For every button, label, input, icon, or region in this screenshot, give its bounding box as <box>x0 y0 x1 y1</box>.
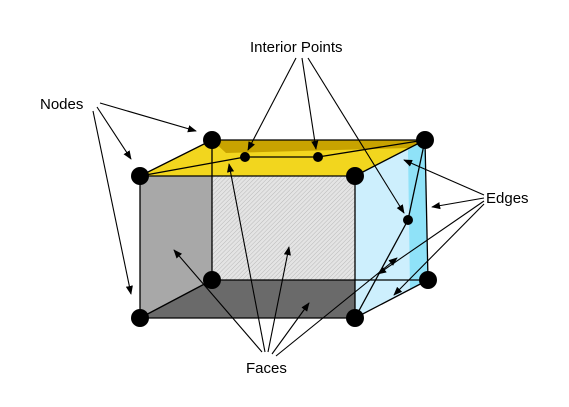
label-edges: Edges <box>486 190 529 207</box>
top-face-back-strip <box>212 140 425 153</box>
arrows <box>92 57 485 357</box>
interior-point-1 <box>240 152 250 162</box>
node-bottom-front-left <box>131 309 149 327</box>
arrow-faces-4 <box>271 302 310 355</box>
interior-point-2 <box>313 152 323 162</box>
interior-points <box>240 152 413 225</box>
arrow-nodes-1 <box>99 102 197 133</box>
node-top-front-left <box>131 167 149 185</box>
arrow-nodes-3 <box>92 110 133 295</box>
edge-bottom-right <box>354 279 429 319</box>
edge-bottom-left <box>139 279 213 319</box>
node-bottom-front-right <box>346 309 364 327</box>
nodes <box>131 131 437 327</box>
arrow-interior-1 <box>247 57 297 151</box>
edge-top-right <box>354 139 426 177</box>
arrow-faces-2 <box>226 163 266 353</box>
edge-top-diagonal-3 <box>317 139 426 158</box>
arrow-interior-2 <box>301 57 319 150</box>
node-top-front-right <box>346 167 364 185</box>
faces <box>140 140 428 318</box>
arrow-edges-4 <box>393 203 485 296</box>
arrow-interior-3 <box>307 57 405 214</box>
arrow-edges-1 <box>403 159 485 196</box>
edge-top-diagonal-1 <box>139 156 246 177</box>
arrow-edges-2 <box>431 197 485 210</box>
node-top-back-left <box>203 131 221 149</box>
node-top-back-right <box>416 131 434 149</box>
arrow-faces-1 <box>173 249 263 353</box>
label-nodes: Nodes <box>40 96 83 113</box>
arrow-faces-3 <box>267 246 291 353</box>
arrow-nodes-2 <box>96 106 132 160</box>
right-face-back <box>408 140 428 290</box>
interior-point-3 <box>403 215 413 225</box>
label-faces: Faces <box>246 360 287 377</box>
edge-right-diagonal <box>407 139 426 221</box>
arrow-faces-5 <box>275 257 398 357</box>
label-interior-points: Interior Points <box>250 39 343 56</box>
edge-right-back-vertical <box>424 139 429 281</box>
edges-lines <box>139 139 429 319</box>
front-interior-face <box>212 176 355 280</box>
edge-top-left <box>139 139 213 177</box>
node-bottom-back-right <box>419 271 437 289</box>
node-bottom-back-left <box>203 271 221 289</box>
